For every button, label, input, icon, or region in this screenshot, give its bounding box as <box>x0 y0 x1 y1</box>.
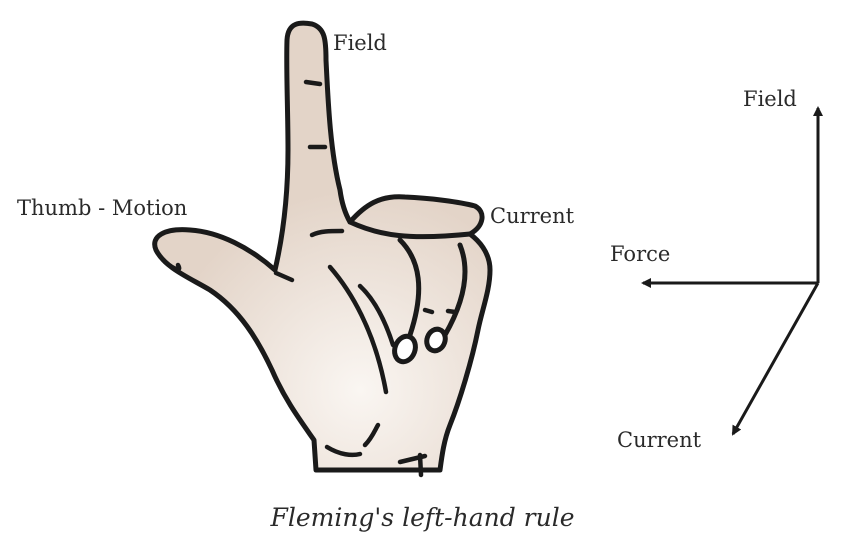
axis-force-label: Force <box>610 242 671 266</box>
axis-field-label: Field <box>743 87 797 111</box>
current-arrow <box>731 282 820 436</box>
hand-creases <box>162 79 458 478</box>
hand-illustration <box>152 20 493 473</box>
force-axes <box>641 106 823 436</box>
hand-outline <box>152 20 493 473</box>
figure-caption: Fleming's left-hand rule <box>270 503 575 532</box>
hand-thumb-label: Thumb - Motion <box>17 196 188 220</box>
hand-current-label: Current <box>490 204 575 228</box>
hand-field-label: Field <box>333 31 387 55</box>
axis-current-label: Current <box>617 428 702 452</box>
